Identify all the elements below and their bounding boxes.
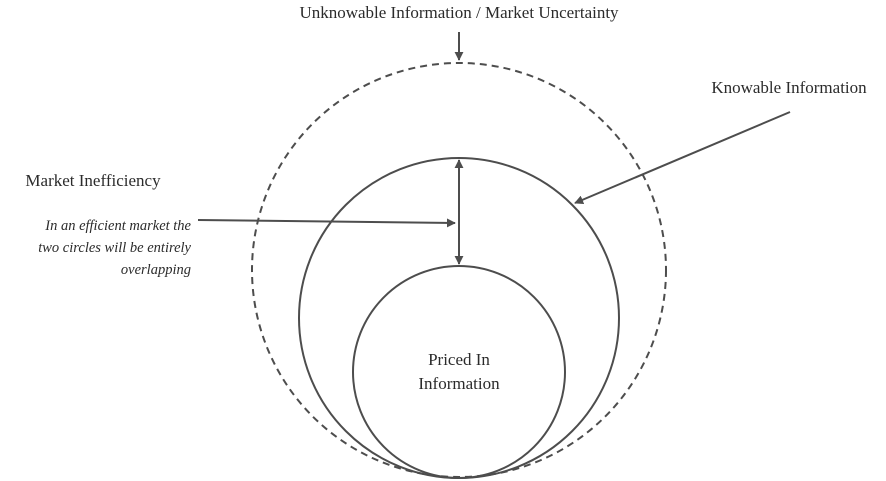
efficiency-note-line-3: overlapping — [121, 262, 191, 278]
priced-in-label-line-1: Priced In — [428, 350, 490, 369]
unknowable-label: Unknowable Information / Market Uncertai… — [299, 3, 619, 22]
efficiency-note-line-1: In an efficient market the — [44, 218, 191, 234]
knowable-label: Knowable Information — [711, 78, 867, 97]
inefficiency-arrow — [197, 218, 456, 228]
priced-in-label-line-2: Information — [418, 374, 500, 393]
knowable-arrow — [574, 111, 791, 204]
efficiency-note-line-2: two circles will be entirely — [38, 240, 191, 256]
priced-in-information-circle — [352, 265, 566, 479]
inefficiency-label: Market Inefficiency — [25, 171, 161, 190]
unknowable-information-circle — [251, 62, 667, 478]
